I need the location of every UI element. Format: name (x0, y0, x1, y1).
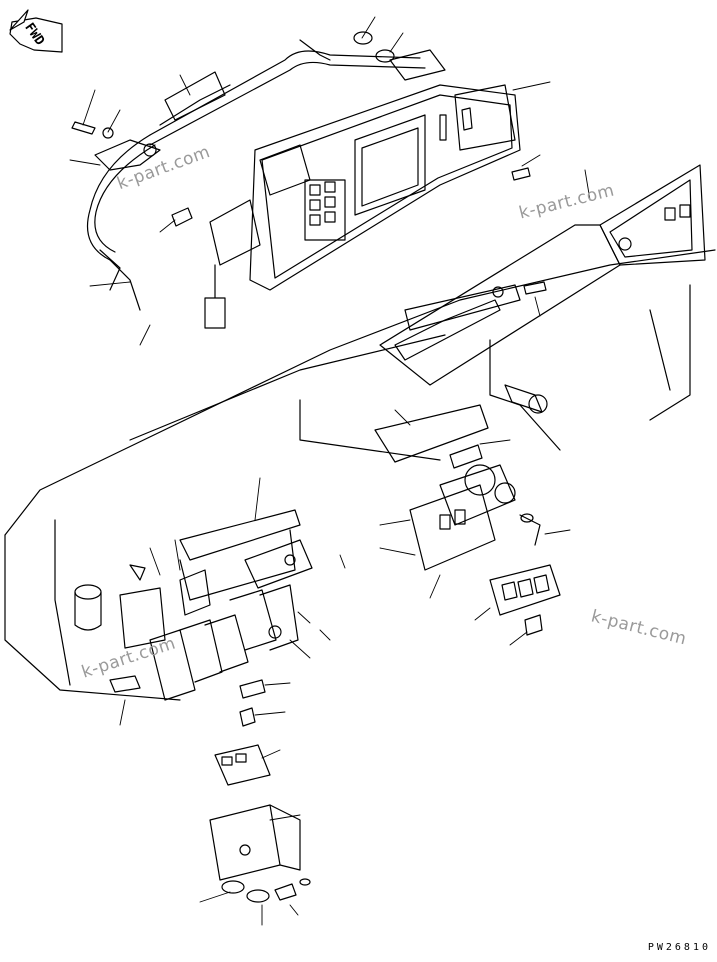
part-number: PW26810 (647, 942, 711, 953)
dashboard-panel (379, 164, 706, 386)
fwd-arrow-icon: FWD (9, 9, 63, 53)
bolts-upper-right (492, 167, 547, 298)
mount-bracket (71, 121, 161, 171)
key-cylinder (504, 384, 548, 414)
monitor-panel (204, 49, 521, 329)
right-switch-box (489, 564, 561, 636)
relay-canister (74, 564, 166, 693)
bottom-bracket-assembly (209, 679, 311, 903)
leader-lines (69, 16, 591, 926)
bulb-caps (171, 31, 395, 227)
center-switch-panel (374, 404, 541, 571)
upper-wire-harness (86, 39, 426, 311)
left-switch-row (149, 509, 313, 701)
console-body (4, 249, 716, 701)
